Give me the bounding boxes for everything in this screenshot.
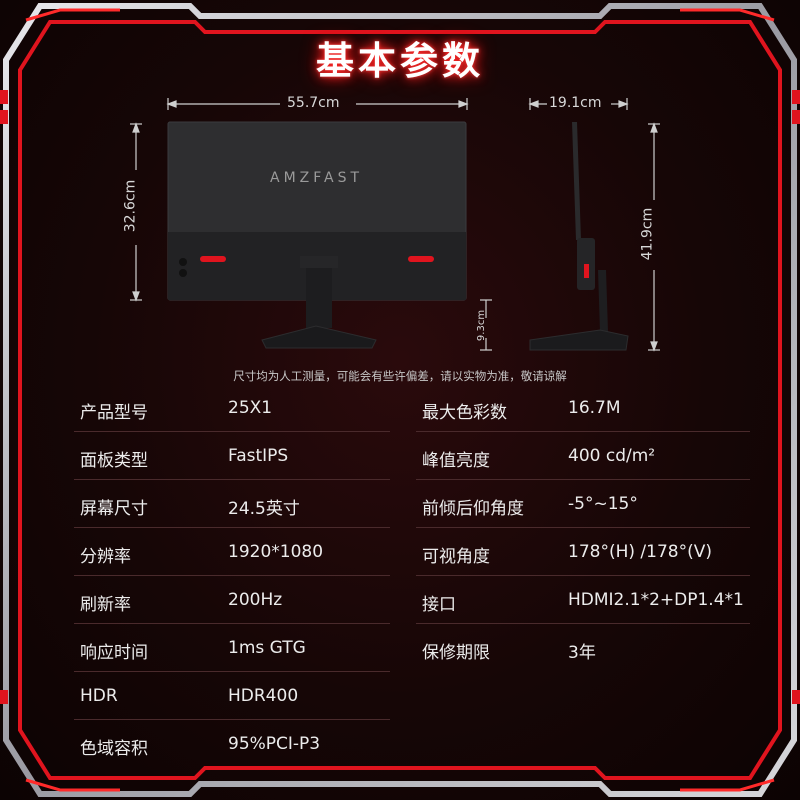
- spec-label: HDR: [80, 686, 118, 706]
- spec-label: 峰值亮度: [422, 451, 490, 471]
- divider: [74, 623, 390, 624]
- spec-label: 面板类型: [80, 451, 148, 471]
- spec-value: 1ms GTG: [228, 638, 306, 658]
- spec-label: 前倾后仰角度: [422, 499, 524, 519]
- spec-value: -5°~15°: [568, 494, 638, 514]
- divider: [416, 623, 750, 624]
- spec-label: 可视角度: [422, 547, 490, 567]
- spec-value: 3年: [568, 643, 596, 663]
- spec-value: HDMI2.1*2+DP1.4*1: [568, 590, 744, 610]
- spec-label: 屏幕尺寸: [80, 499, 148, 519]
- depth-dimension: 19.1cm: [549, 95, 602, 111]
- spec-value: 400 cd/m²: [568, 446, 656, 466]
- spec-value: 178°(H) /178°(V): [568, 542, 712, 562]
- divider: [416, 431, 750, 432]
- height-dimension: 32.6cm: [122, 179, 139, 233]
- spec-label: 最大色彩数: [422, 403, 507, 423]
- divider: [74, 431, 390, 432]
- spec-label: 色域容积: [80, 739, 148, 759]
- spec-value: HDR400: [228, 686, 299, 706]
- spec-label: 响应时间: [80, 643, 148, 663]
- stand-height-dimension: 9.3cm: [476, 309, 488, 342]
- divider: [74, 671, 390, 672]
- spec-value: 200Hz: [228, 590, 283, 610]
- total-height-dimension: 41.9cm: [639, 207, 656, 261]
- monitor-illustration: [130, 98, 660, 352]
- divider: [74, 479, 390, 480]
- spec-label: 产品型号: [80, 403, 148, 423]
- divider: [74, 719, 390, 720]
- spec-label: 接口: [422, 595, 456, 615]
- divider: [416, 479, 750, 480]
- spec-value: 1920*1080: [228, 542, 324, 562]
- spec-value: 25X1: [228, 398, 273, 418]
- measurement-note: 尺寸均为人工测量，可能会有些许偏差，请以实物为准，敬请谅解: [233, 369, 567, 383]
- spec-value: 16.7M: [568, 398, 621, 418]
- spec-value: 95%PCI-P3: [228, 734, 321, 754]
- spec-label: 刷新率: [80, 595, 131, 615]
- spec-label: 分辨率: [80, 547, 131, 567]
- divider: [74, 527, 390, 528]
- divider: [416, 527, 750, 528]
- spec-value: 24.5英寸: [228, 499, 300, 519]
- brand-logo: AMZFAST: [270, 170, 364, 186]
- width-dimension: 55.7cm: [287, 95, 340, 111]
- page-title: 基本参数: [315, 39, 484, 83]
- divider: [74, 575, 390, 576]
- spec-value: FastIPS: [228, 446, 289, 466]
- divider: [416, 575, 750, 576]
- spec-label: 保修期限: [422, 643, 490, 663]
